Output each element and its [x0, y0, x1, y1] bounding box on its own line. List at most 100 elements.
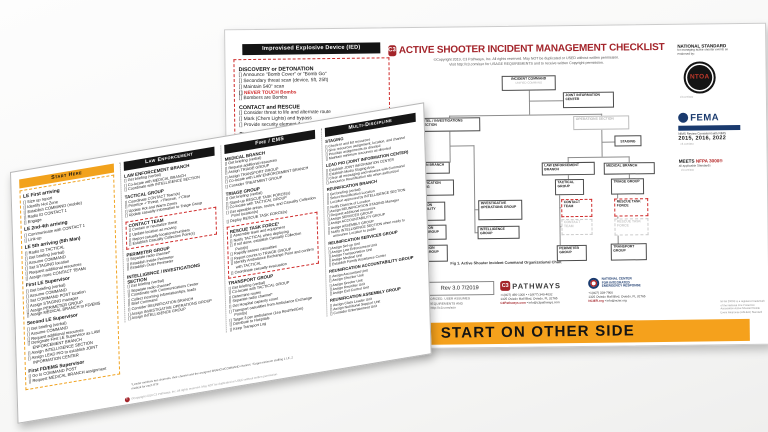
- revision-box: Rev 3.0 7/2019: [425, 281, 495, 296]
- org-node-tactical-group: TACTICAL GROUP: [554, 178, 585, 196]
- column-fire-ems: Fire / EMS MEDICAL BRANCH[ ] Get briefin…: [220, 129, 321, 333]
- checkbox-icon: [ ]: [325, 156, 328, 162]
- checkbox-icon: [ ]: [128, 307, 131, 312]
- checkbox-icon: [ ]: [27, 340, 30, 347]
- org-node-intelligence-group: INTELLIGENCE GROUP: [477, 225, 520, 240]
- checkbox-icon: [ ]: [125, 213, 128, 219]
- org-node-rescue-task-force: RESCUE TASK FORCE: [614, 198, 649, 217]
- org-node-contact-team: CONTACT TEAM: [561, 198, 593, 218]
- checkbox-icon: [ ]: [229, 304, 232, 309]
- checkbox-icon: [ ]: [239, 123, 243, 129]
- checklist-front-page: Start Here LE First arriving[ ] Size up …: [10, 102, 432, 424]
- ncier-name-line: EMERGENCY RESPONSE: [601, 283, 641, 289]
- checkbox-icon: [ ]: [229, 322, 232, 327]
- org-node-law-enforcement-branch: LAW ENFORCEMENT BRANCH: [541, 161, 595, 176]
- checkbox-icon: [ ]: [24, 237, 27, 243]
- checkbox-icon: [ ]: [225, 170, 228, 176]
- endorsements-sidebar: NATIONAL STANDARD for managing active sh…: [677, 40, 765, 172]
- fema-banner: [678, 124, 741, 131]
- org-node-triage-group: TRIAGE GROUP: [610, 178, 645, 195]
- org-node-medical-branch: MEDICAL BRANCH: [603, 162, 655, 175]
- checkbox-icon: [ ]: [28, 378, 31, 385]
- checkbox-icon: [ ]: [25, 275, 28, 281]
- checkbox-icon: [ ]: [225, 184, 228, 189]
- c3-web: C3Pathways.com • info@c3pathways.com: [500, 300, 560, 306]
- checkbox-icon: [ ]: [124, 187, 127, 192]
- checkbox-icon: [ ]: [124, 178, 127, 183]
- fema-seal-icon: [678, 112, 689, 124]
- checkbox-icon: [ ]: [327, 230, 330, 235]
- column-law-enforcement: Law Enforcement LAW ENFORCEMENT BRANCH[ …: [119, 146, 220, 323]
- checkbox-icon: [ ]: [329, 291, 332, 296]
- checkbox-icon: [ ]: [230, 270, 234, 275]
- checkbox-icon: [ ]: [326, 181, 329, 186]
- column-body: MEDICAL BRANCH[ ] Get briefing (verbal)[…: [225, 141, 321, 332]
- checkbox-icon: [ ]: [239, 117, 243, 123]
- checkbox-icon: [ ]: [27, 355, 31, 361]
- org-connector: [528, 90, 531, 115]
- ied-panel-title: Improvised Explosive Device (IED): [242, 42, 381, 56]
- column-body: LAW ENFORCEMENT BRANCH[ ] Get briefing (…: [124, 158, 219, 321]
- nfpa-trademark-note: NFPA 3000® is a registered trademark of …: [720, 299, 765, 315]
- checkbox-icon: [ ]: [328, 263, 331, 268]
- logo-caption: c3.com/aso: [680, 168, 695, 173]
- org-node-contact-team-2: CONTACT TEAM: [561, 218, 593, 236]
- checkbox-icon: [ ]: [226, 219, 229, 224]
- checkbox-icon: [ ]: [238, 73, 242, 79]
- c3-pathways-block: C3 PATHWAYS +1(407) 490-1300 • +1(877) 3…: [500, 280, 584, 306]
- c3-logo-icon: C: [124, 396, 130, 403]
- org-node-incident-command: INCIDENT COMMAND UNIFIED COMMAND: [501, 75, 556, 91]
- checkbox-icon: [ ]: [226, 210, 229, 215]
- org-node-transport-group: TRANSPORT GROUP: [610, 243, 647, 261]
- checkbox-icon: [ ]: [238, 90, 243, 96]
- checkbox-icon: [ ]: [26, 312, 29, 319]
- checkbox-icon: [ ]: [238, 79, 242, 85]
- org-node-sublabel: UNIFIED COMMAND: [515, 80, 543, 85]
- checkbox-icon: [ ]: [129, 242, 132, 247]
- org-connector: [567, 156, 630, 159]
- checkbox-icon: [ ]: [128, 316, 131, 321]
- ncier-block: NATIONAL CENTER FOR INTEGRATED EMERGENCY…: [588, 276, 680, 304]
- c3-logo-icon: C3: [388, 45, 396, 57]
- ncier-logo-icon: [588, 277, 600, 289]
- national-standard-subtitle: for managing active shooter events as en…: [677, 47, 729, 56]
- org-node-staging: STAGING: [614, 135, 642, 147]
- column-body: STAGING[ ] Check-in and list resources[ …: [325, 124, 421, 316]
- org-connector: [473, 145, 476, 234]
- c3-pathways-logo-icon: C3: [500, 280, 511, 291]
- checkbox-icon: [ ]: [230, 261, 233, 266]
- checkbox-icon: [ ]: [229, 327, 232, 332]
- checkbox-icon: [ ]: [128, 232, 131, 238]
- org-node-perimeter-group: PERIMETER GROUP: [556, 244, 587, 262]
- checkbox-icon: [ ]: [225, 179, 228, 185]
- org-node-operations-section: OPERATIONS SECTION: [573, 115, 630, 131]
- org-connector: [601, 141, 616, 143]
- checkbox-icon: [ ]: [126, 266, 129, 272]
- usage-note: AUTHORIZED. USER ASSUMES AGE REQUIREMENT…: [421, 296, 493, 311]
- ncier-web: NCIER.org • info@ncier.org: [588, 298, 627, 304]
- checklist-section: DISCOVERY or DETONATION[ ] Announce "Bom…: [239, 65, 386, 102]
- checkbox-icon: [ ]: [330, 311, 333, 316]
- document-header: C3 ACTIVE SHOOTER INCIDENT MANAGEMENT CH…: [388, 42, 665, 68]
- org-connector: [449, 145, 475, 147]
- ntoa-logo-icon: NTOA: [683, 61, 716, 94]
- checklist-item: [ ] Bombers are Bombs: [238, 96, 288, 102]
- org-node-joint-information-center: JOINT INFORMATION CENTER: [562, 91, 615, 109]
- checkbox-icon: [ ]: [239, 111, 242, 117]
- fema-wordmark: FEMA: [690, 112, 720, 124]
- checkbox-icon: [ ]: [229, 308, 232, 314]
- org-connector: [601, 129, 603, 157]
- checkbox-icon: [ ]: [224, 161, 227, 166]
- logo-caption: c3.com/aso: [679, 95, 694, 99]
- checkbox-icon: [ ]: [230, 243, 233, 248]
- org-connector: [449, 131, 451, 163]
- org-node-rescue-task-force-2: RESCUE TASK FORCE: [614, 218, 649, 236]
- page-title: ACTIVE SHOOTER INCIDENT MANAGEMENT CHECK…: [398, 41, 665, 57]
- checkbox-icon: [ ]: [124, 204, 128, 209]
- checkbox-icon: [ ]: [238, 96, 242, 102]
- org-node-investigative-operations-group: INVESTIGATIVE OPERATIONS GROUP: [478, 199, 523, 221]
- c3-pathways-brand: PATHWAYS: [512, 280, 561, 291]
- checkbox-icon: [ ]: [23, 219, 27, 225]
- column-start-here: Start Here LE First arriving[ ] Size up …: [19, 163, 121, 391]
- usage-note-line: VISIT http://c3.com/aso: [421, 305, 456, 311]
